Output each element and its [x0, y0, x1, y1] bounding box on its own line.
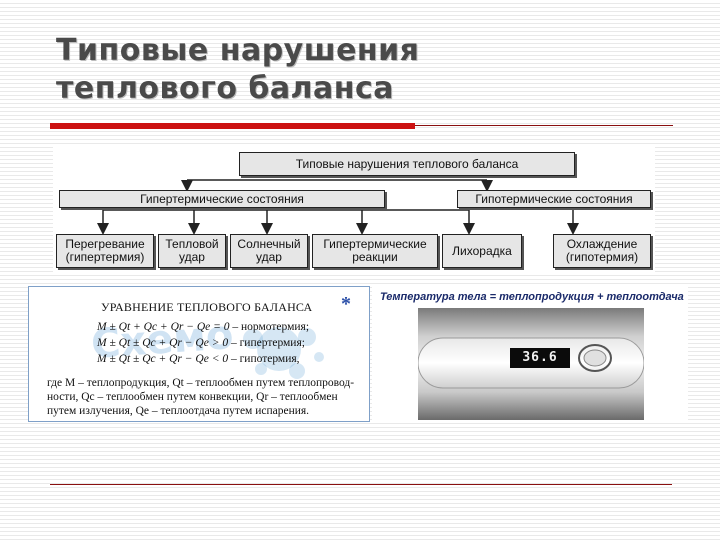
cooling-label: Охлаждение: [566, 237, 638, 251]
equation-normothermia: M ± Qt + Qc + Qr − Qe = 0 – нормотермия;: [97, 321, 309, 333]
body-temperature-caption: Температура тела = теплопродукция + тепл…: [380, 291, 684, 303]
sunstroke-label: Солнечный: [237, 237, 301, 251]
heatstroke-node: Тепловой удар: [158, 234, 226, 268]
slide-title-line-1: Типовые нарушения: [56, 33, 420, 68]
hypothermic-states-label: Гипотермические состояния: [475, 191, 633, 206]
asterisk-mark: *: [341, 293, 351, 315]
root-node-label: Типовые нарушения теплового баланса: [295, 156, 519, 171]
hyperthermic-states-label: Гипертермические состояния: [140, 191, 304, 206]
thermometer-readout: 36.6: [510, 348, 570, 368]
root-node: Типовые нарушения теплового баланса: [239, 152, 575, 176]
overheating-sublabel: (гипертермия): [65, 250, 145, 264]
equation-heading: УРАВНЕНИЕ ТЕПЛОВОГО БАЛАНСА: [101, 300, 313, 314]
equation-normothermia-note: – нормотермия;: [229, 321, 310, 333]
equation-hyperthermia-note: – гипертермия;: [228, 337, 305, 349]
cooling-node: Охлаждение (гипотермия): [553, 234, 651, 268]
equation-hyperthermia-formula: M ± Qt ± Qc + Qr − Qe > 0: [97, 337, 229, 349]
slide-title: Типовые нарушения теплового баланса: [56, 32, 419, 108]
equation-hyperthermia: M ± Qt ± Qc + Qr − Qe > 0 – гипертермия;: [97, 337, 305, 349]
heatstroke-sublabel: удар: [179, 250, 205, 264]
equation-hypothermia-formula: M ± Qt ± Qc + Qr − Qe < 0: [97, 353, 229, 365]
heatstroke-label: Тепловой: [165, 237, 219, 251]
fever-label: Лихорадка: [452, 243, 512, 258]
title-underline: [415, 125, 673, 126]
sunstroke-node: Солнечный удар: [230, 234, 308, 268]
hypothermic-states-node: Гипотермические состояния: [457, 190, 651, 208]
equation-hypothermia: M ± Qt ± Qc + Qr − Qe < 0 – гипотермия,: [97, 353, 300, 365]
slide-title-line-2: теплового баланса: [56, 71, 395, 106]
title-accent-bar: [50, 123, 415, 129]
thermometer-panel: Температура тела = теплопродукция + тепл…: [372, 286, 688, 422]
equation-hypothermia-note: – гипотермия,: [228, 353, 300, 365]
cooling-sublabel: (гипотермия): [565, 250, 639, 264]
classification-diagram: Типовые нарушения теплового баланса Гипе…: [53, 146, 655, 274]
overheating-label: Перегревание: [65, 237, 145, 251]
heat-balance-equation-panel: Схемо УРАВНЕНИЕ ТЕПЛОВОГО БАЛАНСА * M ± …: [28, 286, 370, 422]
fever-node: Лихорадка: [442, 234, 522, 268]
legend-line-1: где M – теплопродукция, Qt – теплообмен …: [47, 377, 355, 389]
hyperthermic-states-node: Гипертермические состояния: [59, 190, 385, 208]
watermark-splash-graphic: [243, 327, 324, 379]
legend-line-3: путем излучения, Qe – теплоотдача путем …: [47, 405, 310, 417]
bottom-rule: [50, 484, 672, 485]
overheating-node: Перегревание (гипертермия): [56, 234, 154, 268]
hyperthermic-reactions-sublabel: реакции: [352, 250, 398, 264]
legend-line-2: ности, Qc – теплообмен путем конвекции, …: [47, 391, 338, 403]
hyperthermic-reactions-node: Гипертермические реакции: [312, 234, 438, 268]
hyperthermic-reactions-label: Гипертермические: [323, 237, 427, 251]
sunstroke-sublabel: удар: [256, 250, 282, 264]
equation-normothermia-formula: M ± Qt + Qc + Qr − Qe = 0: [97, 321, 230, 333]
